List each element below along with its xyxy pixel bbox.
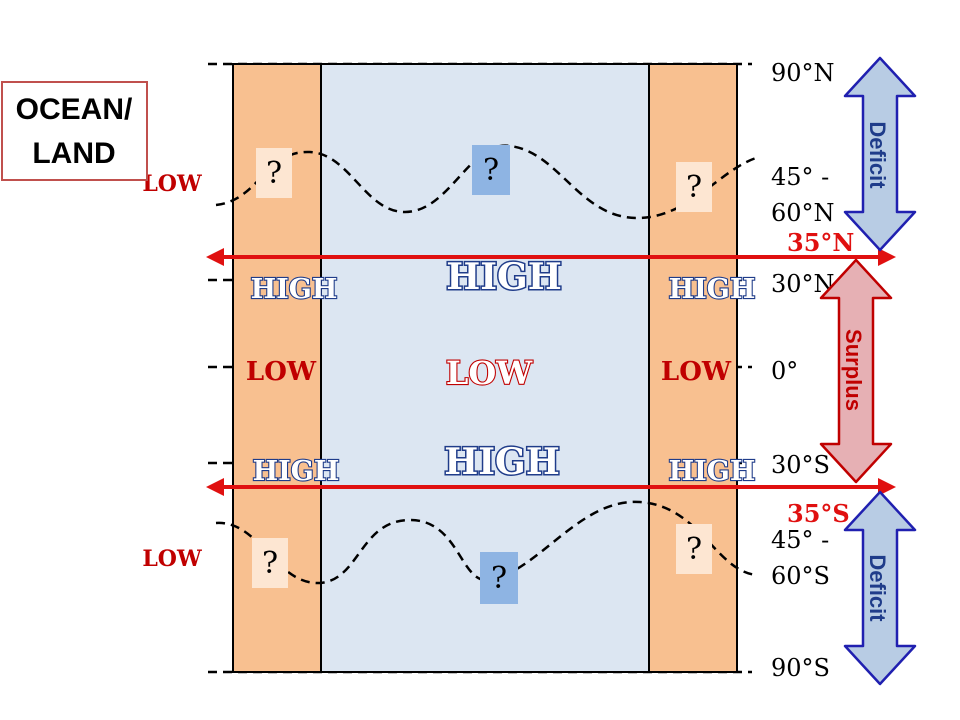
lat-35s: 35°S: [787, 499, 850, 528]
qtext-n-left: ?: [266, 156, 282, 191]
lat-4560s-line2: 60°S: [771, 562, 830, 590]
southern-front-curve: [215, 500, 757, 585]
high-ocean-n: HIGH: [446, 256, 562, 298]
low-far-left-n: LOW: [142, 171, 202, 197]
qtext-s-right: ?: [686, 532, 702, 567]
high-ocean-s: HIGH: [444, 441, 560, 483]
surplus-label: Surplus: [841, 329, 866, 411]
surplus-arrow: Surplus: [819, 258, 893, 484]
ocean-land-line1: OCEAN/: [16, 93, 133, 126]
pressure-labels: HIGH HIGH HIGH LOW LOW LOW HIGH HIGH HIG…: [142, 171, 756, 572]
deficit-south-arrow: Deficit: [843, 490, 917, 686]
deficit-south-label: Deficit: [865, 554, 890, 622]
question-boxes: ? ? ? ? ? ?: [252, 145, 712, 604]
lat-90n: 90°N: [771, 59, 835, 87]
qtext-n-right: ?: [686, 170, 702, 205]
qtext-s-ocean: ?: [491, 561, 507, 596]
lat-90s: 90°S: [771, 654, 830, 682]
low-right-eq: LOW: [661, 357, 732, 387]
high-left-s: HIGH: [253, 456, 340, 487]
high-right-s: HIGH: [669, 456, 756, 487]
lat-35n: 35°N: [787, 228, 854, 257]
lat-30s: 30°S: [771, 451, 830, 479]
ocean-land-line2: LAND: [32, 137, 115, 170]
low-left-eq: LOW: [246, 357, 317, 387]
northern-front-curve: [215, 144, 757, 220]
low-far-left-s: LOW: [142, 546, 202, 572]
deficit-north-arrow: Deficit: [843, 56, 917, 252]
qbox-n-left: [256, 148, 292, 198]
ocean-land-box: OCEAN/ LAND: [1, 81, 148, 181]
arrow-35s: [206, 478, 896, 496]
deficit-north-label: Deficit: [865, 121, 890, 189]
red-lat-labels: 35°N 35°S: [787, 228, 854, 528]
arrow-35n: [206, 248, 896, 266]
lat-equator: 0°: [771, 357, 798, 385]
qbox-s-ocean: [480, 552, 518, 604]
high-left-n: HIGH: [251, 274, 338, 305]
lat-4560n-line2: 60°N: [771, 199, 835, 227]
qbox-n-right: [676, 162, 712, 212]
qbox-s-left: [252, 538, 288, 588]
lat-4560n-line1: 45° -: [771, 163, 829, 191]
qbox-n-ocean: [472, 145, 510, 195]
lat-4560s-line1: 45° -: [771, 526, 829, 554]
qtext-s-left: ?: [262, 546, 278, 581]
low-ocean-eq: LOW: [446, 354, 533, 392]
qtext-n-ocean: ?: [483, 153, 499, 188]
high-right-n: HIGH: [669, 274, 756, 305]
qbox-s-right: [676, 524, 712, 574]
latitude-labels: 90°N 45° - 60°N 30°N 0° 30°S 45° - 60°S …: [771, 59, 835, 682]
